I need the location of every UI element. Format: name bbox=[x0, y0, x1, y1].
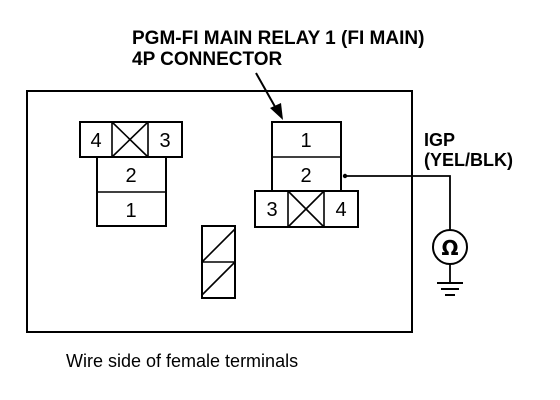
right-pin-3: 3 bbox=[266, 199, 277, 221]
callout-arrow bbox=[255, 72, 283, 120]
blank-cavity-icon bbox=[111, 121, 149, 158]
right-pin-1: 1 bbox=[300, 130, 311, 152]
meter-wire-color: (YEL/BLK) bbox=[424, 150, 513, 170]
left-pin-3: 3 bbox=[159, 130, 170, 152]
meter-label: IGP bbox=[424, 130, 455, 150]
caption: Wire side of female terminals bbox=[66, 351, 298, 371]
ohm-symbol: Ω bbox=[441, 236, 458, 260]
test-lead bbox=[342, 173, 451, 230]
ohmmeter-icon: Ω bbox=[432, 229, 468, 265]
locking-tab-icon bbox=[201, 225, 236, 299]
ground-icon bbox=[437, 264, 463, 296]
housing-frame bbox=[26, 90, 413, 333]
right-pin-2: 2 bbox=[300, 165, 311, 187]
right-connector: 1 2 3 4 bbox=[254, 121, 359, 228]
right-pin-4: 4 bbox=[335, 199, 346, 221]
left-pin-2: 2 bbox=[125, 165, 136, 187]
left-pin-4: 4 bbox=[90, 130, 101, 152]
callout-title: PGM-FI MAIN RELAY 1 (FI MAIN) bbox=[132, 28, 424, 49]
blank-cavity-icon bbox=[287, 190, 325, 228]
left-connector: 4 3 2 1 bbox=[79, 121, 183, 227]
callout-subtitle: 4P CONNECTOR bbox=[132, 49, 283, 70]
left-pin-1: 1 bbox=[125, 200, 136, 222]
